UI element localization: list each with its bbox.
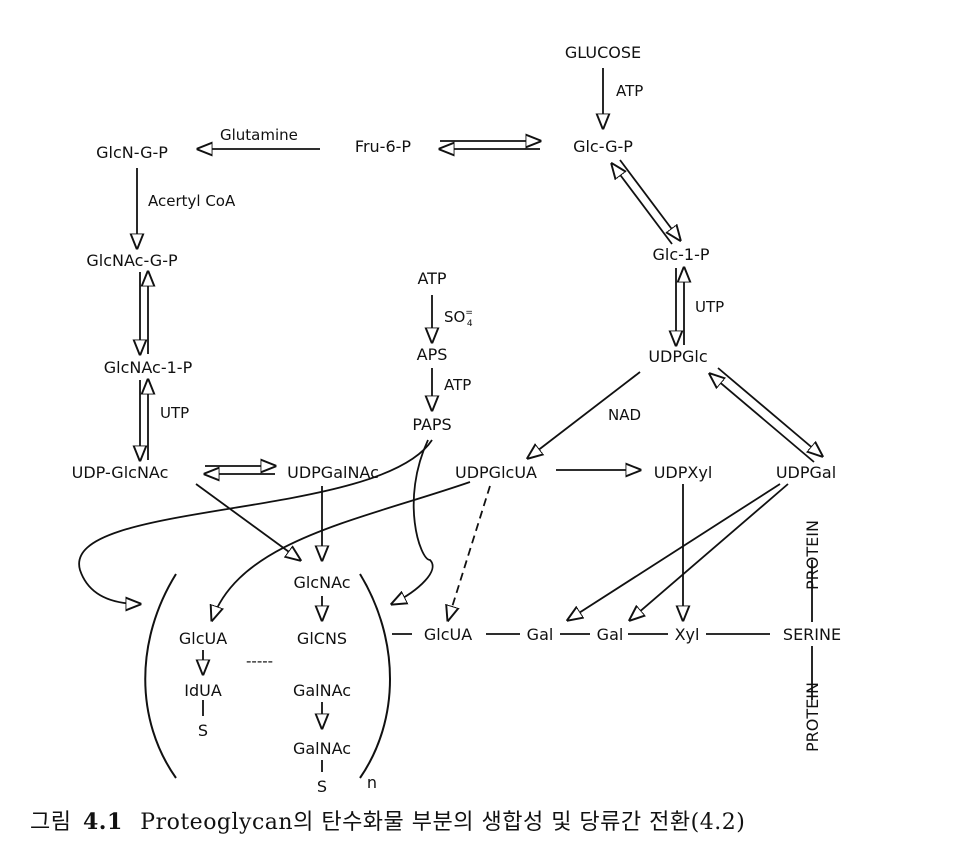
node-protein-bottom: PROTEIN	[803, 682, 822, 752]
node-glcnac1p: GlcNAc-1-P	[104, 358, 193, 377]
node-udpglcua: UDPGlcUA	[455, 463, 537, 482]
reaction-labels: ATP Glutamine Acertyl CoA UTP UTP SO=4 A…	[148, 82, 724, 670]
caption-prefix: 그림	[30, 810, 72, 835]
node-glc6p: Glc-G-P	[573, 137, 633, 156]
linkage-lines	[202, 560, 813, 772]
node-udpglcnac: UDP-GlcNAc	[72, 463, 169, 482]
node-udpgalnac: UDPGalNAc	[287, 463, 379, 482]
arrow-udpglcnac-glcnac	[195, 483, 300, 560]
label-nad: NAD	[608, 406, 641, 424]
label-atp-1: ATP	[616, 82, 643, 100]
arrow-paps-left	[78, 439, 433, 604]
arrow-udpglcua-glcua-repeat	[212, 481, 471, 620]
node-labels: GLUCOSE Glc-G-P Fru-6-P GlcN-G-P GlcNAc-…	[72, 43, 841, 796]
repeat-count-n: n	[367, 773, 377, 792]
node-idua: IdUA	[184, 681, 222, 700]
node-udpgal: UDPGal	[776, 463, 836, 482]
pathway-arrows	[78, 68, 822, 728]
label-glutamine: Glutamine	[220, 126, 298, 144]
label-atp-2: ATP	[444, 376, 471, 394]
label-dashes: -----	[246, 652, 273, 670]
right-bracket	[359, 573, 391, 779]
arrow-udpglcua-glcua-dashed	[448, 485, 491, 620]
label-so4: SO=4	[444, 308, 473, 329]
node-paps: PAPS	[412, 415, 451, 434]
node-glcua-repeat: GlcUA	[179, 629, 227, 648]
node-fru6p: Fru-6-P	[355, 137, 411, 156]
node-glcnac-repeat: GlcNAc	[293, 573, 350, 592]
node-gal-1: Gal	[527, 625, 554, 644]
node-atp-top: ATP	[417, 269, 446, 288]
node-galnac: GalNAc	[293, 681, 351, 700]
node-glcua-chain: GlcUA	[424, 625, 472, 644]
arrow-glc6p-glc1p	[619, 159, 680, 240]
label-utp-right: UTP	[695, 298, 724, 316]
label-acetyl-coa: Acertyl CoA	[148, 192, 236, 210]
arrow-udpglc-udpgal	[717, 367, 822, 456]
node-sulfate-1: S	[198, 721, 208, 740]
arrow-udpglc-udpglcua	[528, 371, 641, 458]
caption-text: Proteoglycan의 탄수화물 부분의 생합성 및 당류간 전환(4.2)	[140, 810, 746, 835]
node-gal-2: Gal	[597, 625, 624, 644]
node-glcnac6p: GlcNAc-G-P	[86, 251, 178, 270]
node-glc1p: Glc-1-P	[652, 245, 709, 264]
repeat-brackets	[144, 573, 391, 779]
node-serine: SERINE	[783, 625, 841, 644]
label-utp-left: UTP	[160, 404, 189, 422]
node-sulfate-2: S	[317, 777, 327, 796]
node-glucose: GLUCOSE	[565, 43, 641, 62]
node-glcns: GlCNS	[297, 629, 347, 648]
node-udpglc: UDPGlc	[648, 347, 707, 366]
node-udpxyl: UDPXyl	[654, 463, 713, 482]
arrow-udpgal-gal2	[630, 483, 789, 620]
node-xyl: Xyl	[675, 625, 700, 644]
node-galnac-sulfated: GalNAc	[293, 739, 351, 758]
arrow-udpgal-udpglc	[710, 374, 815, 463]
figure-caption: 그림 4.1 Proteoglycan의 탄수화물 부분의 생합성 및 당류간 …	[30, 804, 960, 836]
caption-number: 4.1	[82, 809, 123, 835]
arrow-glc1p-glc6p	[612, 164, 673, 245]
node-protein-top: PROTEIN	[803, 520, 822, 590]
arrow-udpgal-gal1	[568, 483, 781, 620]
arrow-paps-right	[392, 439, 434, 604]
node-aps: APS	[417, 345, 448, 364]
left-bracket	[144, 573, 177, 779]
node-glcn6p: GlcN-G-P	[96, 143, 168, 162]
